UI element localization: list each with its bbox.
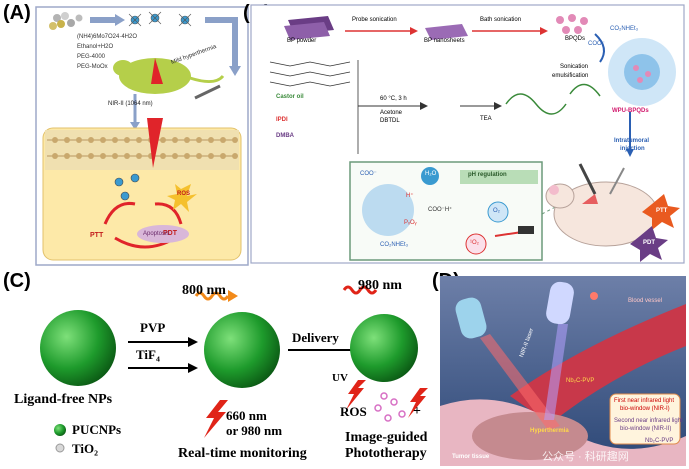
intratumoral-label: Intratumoral	[614, 138, 650, 144]
wavelength-or-980: or 980 nm	[226, 423, 283, 438]
precursor-particles	[49, 12, 83, 30]
injection-label: injection	[620, 146, 645, 152]
laser-into-membrane	[147, 118, 163, 168]
tif4-label: TiF₄	[136, 347, 160, 362]
ligand-free-np	[40, 310, 116, 386]
condition-temp: 60 °C, 3 h	[380, 96, 407, 102]
phototherapy-label: Phototherapy	[345, 446, 427, 461]
panel-a-diagram	[35, 6, 249, 266]
ros-c-label: ROS	[340, 404, 367, 419]
realtime-monitoring-label: Real-time monitoring	[178, 446, 307, 461]
legend-nir-i: First near infrared light	[614, 398, 675, 404]
co2nhet3-edge-label: CO₂NHEt₃	[610, 26, 639, 32]
ros-burst	[167, 184, 197, 212]
lightning-660	[204, 400, 228, 438]
pucnp-sphere-right	[350, 314, 418, 382]
ptt-b-label: PTT	[656, 208, 668, 214]
coo-label: COO⁻	[360, 171, 377, 177]
nb2c-label: Nb₂C-PVP	[566, 378, 595, 384]
legend-nb2c: Nb₂C-PVP	[645, 438, 674, 444]
emulsification-label: emulsification	[552, 73, 589, 79]
plus-sign: +	[413, 404, 421, 419]
wavelength-980: 980 nm	[358, 278, 402, 293]
hplus-label: H⁺	[406, 193, 414, 199]
panel-c-label: (C)	[3, 270, 31, 292]
legend-precursor: (NH4)6Mo7O24·4H2O	[77, 34, 138, 40]
h2o-label: H₂O	[425, 171, 437, 177]
pdt-label: PDT	[163, 230, 177, 237]
ros-label: ROS	[177, 191, 191, 197]
panel-b-diagram	[250, 4, 685, 264]
singlet-o2-label: ¹O₂	[470, 240, 479, 246]
panel-c-diagram	[40, 285, 428, 453]
bp-powder-label: BP powder	[287, 38, 317, 44]
co2nhet3-label: CO₂NHEt₃	[380, 242, 409, 248]
uv-label: UV	[332, 372, 348, 384]
ligand-free-label: Ligand-free NPs	[14, 392, 113, 407]
pxoy-label: PₓOᵧ	[404, 220, 417, 226]
o2-label: O₂	[493, 208, 500, 214]
castor-oil-label: Castor oil	[276, 94, 304, 100]
nir-label: NIR-II (1064 nm)	[108, 101, 153, 107]
hyperthermia-label: Hyperthermia	[530, 428, 569, 434]
ph-regulation-label: pH regulation	[468, 172, 507, 178]
apoptosis-label: Apoptosis	[143, 231, 170, 237]
delivery-label: Delivery	[292, 330, 339, 345]
ipdi-label: IPDI	[276, 117, 288, 123]
tumor-tissue-label: Tumor tissue	[452, 454, 490, 460]
wavelength-800: 800 nm	[182, 283, 226, 298]
tea-label: TEA	[480, 116, 492, 122]
legend-nir-ii-b: bio-window (NIR-II)	[620, 426, 672, 432]
laser-beam	[151, 58, 163, 84]
panel-d-diagram	[440, 276, 686, 466]
legend-peg: PEG-4000	[77, 54, 106, 60]
cooh-label: COO⁻H⁺	[428, 207, 453, 213]
legend-peg-moox: PEG-MoOx	[77, 64, 108, 70]
pucnp-sphere-middle	[204, 312, 280, 388]
coo-edge-label: COO⁻	[588, 41, 605, 47]
legend-tio2: TiO₂	[72, 441, 99, 456]
bpqds-label: BPQDs	[565, 36, 586, 42]
condition-dbtdl: DBTDL	[380, 118, 400, 124]
legend-solvent: Ethanol+H2O	[77, 44, 114, 50]
legend-nir-ii: Second near infrared light	[614, 418, 683, 424]
peg-moox-molecules	[128, 11, 192, 27]
image-guided-label: Image-guided	[345, 430, 428, 445]
panel-a-label: (A)	[3, 2, 31, 24]
bp-nanosheets-label: BP nanosheets	[424, 38, 465, 44]
condition-acetone: Acetone	[380, 110, 403, 116]
sonication-label: Sonication	[560, 64, 589, 70]
legend-nir-i-b: bio-window (NIR-I)	[620, 406, 670, 412]
watermark: 公众号 · 科研趣网	[542, 451, 629, 463]
bath-sonication-label: Bath sonication	[480, 17, 522, 23]
pdt-b-label: PDT	[643, 240, 655, 246]
pvp-label: PVP	[140, 320, 166, 335]
dmba-label: DMBA	[276, 133, 294, 139]
legend-pucnps: PUCNPs	[72, 422, 122, 437]
apoptosis-blob	[137, 225, 189, 243]
ptt-label: PTT	[90, 232, 104, 239]
wavelength-660: 660 nm	[226, 408, 267, 423]
probe-sonication-label: Probe sonication	[352, 17, 397, 23]
wpu-bpqds-label: WPU-BPQDs	[612, 108, 649, 114]
blood-vessel-label: Blood vessel	[628, 298, 663, 304]
